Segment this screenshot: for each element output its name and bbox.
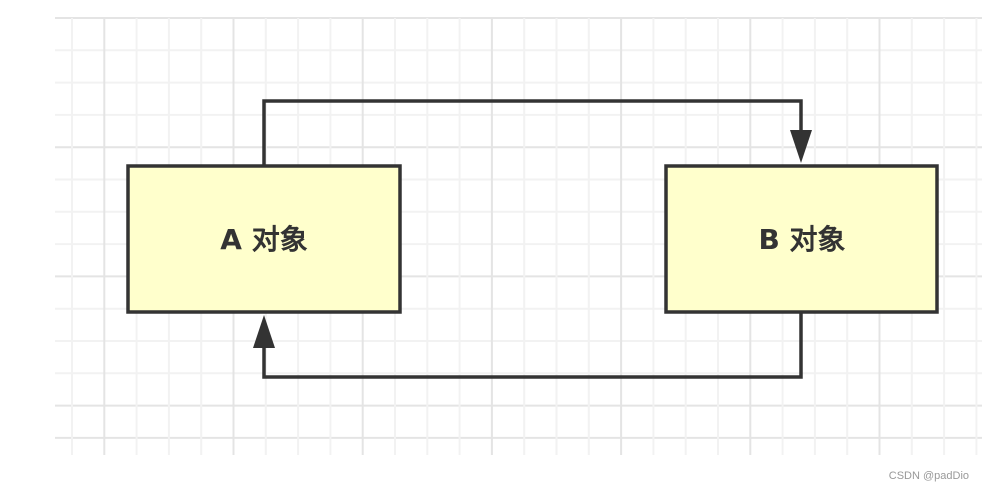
node-a-label: A 对象 bbox=[220, 223, 307, 256]
watermark: CSDN @padDio bbox=[888, 470, 969, 482]
edge-b-to-a[interactable] bbox=[262, 312, 803, 379]
node-b-label: B 对象 bbox=[758, 223, 845, 256]
edge-a-to-b[interactable] bbox=[262, 99, 803, 166]
node-a[interactable]: A 对象 bbox=[126, 164, 402, 314]
node-b[interactable]: B 对象 bbox=[664, 164, 939, 314]
arrowhead-down-icon bbox=[790, 130, 812, 163]
arrowhead-up-icon bbox=[253, 315, 275, 348]
